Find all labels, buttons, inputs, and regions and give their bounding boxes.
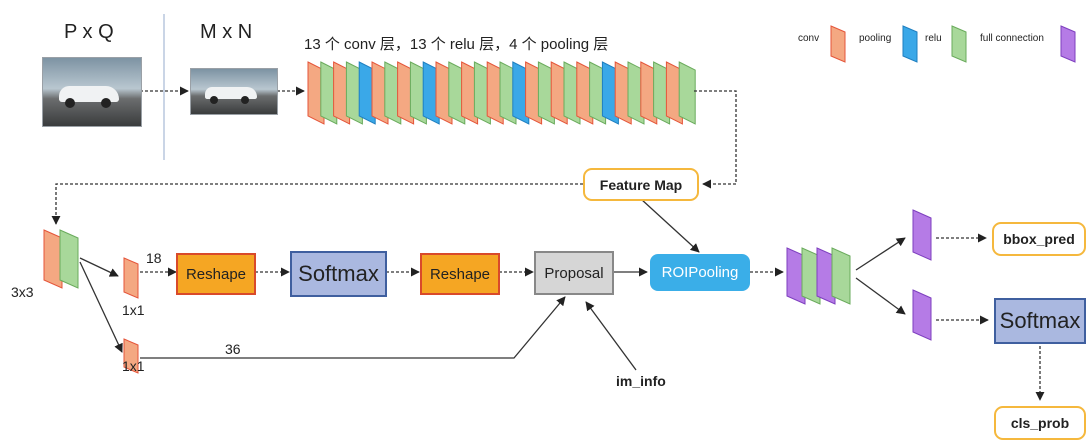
feature-map-box: Feature Map	[583, 168, 699, 201]
arrow-3x3-to-1x1-bottom	[79, 261, 123, 353]
backbone-relu-layer	[409, 61, 427, 125]
conv-1x1-top-layer	[123, 257, 139, 299]
backbone-conv-layer	[307, 61, 325, 125]
input-image	[42, 57, 142, 127]
conv-1x1-bottom-label: 1x1	[122, 358, 145, 374]
conv-3x3-label: 3x3	[11, 284, 34, 300]
conv-1x1-bottom-layer	[123, 338, 139, 374]
backbone-conv-layer	[333, 61, 351, 125]
conv-1x1-top-label: 1x1	[122, 302, 145, 318]
arrows	[51, 86, 1045, 401]
legend-relu-label: relu	[925, 33, 942, 44]
arrow-backbone-to-feature-map	[694, 90, 737, 189]
legend-fc-label: full connection	[980, 33, 1044, 44]
legend-pooling-swatch	[902, 25, 918, 63]
resized-image	[190, 68, 278, 115]
backbone-conv-layer	[435, 61, 453, 125]
channels-18-label: 18	[146, 250, 162, 266]
arrow-im-info-to-proposal	[585, 301, 637, 371]
backbone-conv-layer	[640, 61, 658, 125]
backbone-relu-layer	[537, 61, 555, 125]
backbone-conv-layer	[397, 61, 415, 125]
backbone-note: 13 个 conv 层，13 个 relu 层，4 个 pooling 层	[304, 36, 609, 53]
backbone-conv-layer	[665, 61, 683, 125]
arrow-fc-to-bbox-branch	[855, 237, 906, 271]
conv-3x3-layer	[43, 229, 63, 289]
backbone-relu-layer	[589, 61, 607, 125]
softmax-box-2: Softmax	[994, 298, 1086, 344]
backbone-conv-layer	[371, 61, 389, 125]
backbone-relu-layer	[678, 61, 696, 125]
backbone-pooling-layer	[358, 61, 376, 125]
legend-relu-swatch	[951, 25, 967, 63]
backbone-pooling-layer	[512, 61, 530, 125]
arrow-fc-to-cls-branch	[855, 277, 906, 315]
legend-conv-swatch	[830, 25, 846, 63]
backbone-conv-layer	[614, 61, 632, 125]
fc-cls-layer	[912, 289, 932, 341]
channels-36-label: 36	[225, 341, 241, 357]
softmax-box-1: Softmax	[290, 251, 387, 297]
backbone-relu-layer	[320, 61, 338, 125]
backbone-conv-layer	[525, 61, 543, 125]
relu-layer-2	[831, 247, 851, 305]
backbone-relu-layer	[499, 61, 517, 125]
backbone-pooling-layer	[601, 61, 619, 125]
reshape-box-2: Reshape	[420, 253, 500, 295]
legend-pooling-label: pooling	[859, 33, 892, 44]
roi-pooling-box: ROIPooling	[650, 254, 750, 291]
legend	[830, 25, 1076, 63]
backbone-layers	[307, 61, 696, 125]
backbone-conv-layer	[576, 61, 594, 125]
cls-prob-box: cls_prob	[994, 406, 1086, 440]
legend-fc-swatch	[1060, 25, 1076, 63]
arrow-1x1-bottom-to-proposal	[140, 296, 566, 359]
arrow-feature-map-to-roi	[640, 198, 700, 253]
backbone-relu-layer	[653, 61, 671, 125]
arrow-feature-map-to-rpn	[51, 183, 583, 225]
fc-bbox-layer	[912, 209, 932, 261]
backbone-conv-layer	[461, 61, 479, 125]
proposal-box: Proposal	[534, 251, 614, 295]
legend-conv-label: conv	[798, 33, 820, 44]
backbone-conv-layer	[486, 61, 504, 125]
input-size-label: P x Q	[64, 21, 114, 43]
backbone-relu-layer	[384, 61, 402, 125]
arrow-3x3-to-1x1-top	[79, 257, 119, 277]
fc-layer-2	[816, 247, 836, 305]
fc-layer-1	[786, 247, 806, 305]
backbone-relu-layer	[345, 61, 363, 125]
reshape-box-1: Reshape	[176, 253, 256, 295]
backbone-relu-layer	[448, 61, 466, 125]
backbone-relu-layer	[473, 61, 491, 125]
backbone-relu-layer	[627, 61, 645, 125]
backbone-conv-layer	[550, 61, 568, 125]
backbone-pooling-layer	[422, 61, 440, 125]
relu-layer-1	[801, 247, 821, 305]
relu-3x3-layer	[59, 229, 79, 289]
backbone-relu-layer	[563, 61, 581, 125]
bbox-pred-box: bbox_pred	[992, 222, 1086, 256]
resized-size-label: M x N	[200, 21, 253, 43]
im-info-label: im_info	[616, 373, 666, 389]
